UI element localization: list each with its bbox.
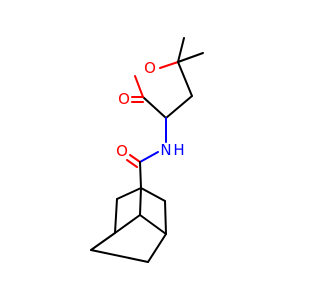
bond-c3-c2 [142, 96, 167, 119]
bond-c4-c3 [165, 95, 193, 119]
bond-ad-10 [90, 249, 149, 263]
bond-ad-9 [147, 233, 167, 263]
bond-camide-o-double [126, 159, 138, 168]
bond-camide-o [129, 154, 141, 163]
atom-amide-hydrogen: H [173, 141, 184, 159]
bond-ad-1 [116, 187, 142, 200]
bond-n-camide [139, 151, 159, 163]
bond-c5-c4 [177, 61, 193, 97]
bond-ad-2 [140, 187, 166, 202]
bond-ad-8 [90, 232, 116, 251]
atom-lactone-carbonyl-oxygen: O [118, 90, 130, 108]
atom-amide-nitrogen: N [160, 141, 171, 159]
bond-c2-o1 [134, 75, 144, 98]
bond-ad-5 [164, 200, 167, 235]
atom-ring-oxygen: O [144, 59, 156, 77]
bond-ad-4 [114, 198, 118, 234]
bond-camide-adamantyl [139, 161, 142, 189]
canvas-background [0, 0, 300, 300]
bond-c5-methyl-b [177, 52, 204, 63]
bond-ad-7 [139, 214, 167, 235]
bond-c5-methyl-a [177, 37, 185, 63]
molecule-structure: O O O N H [0, 0, 300, 300]
bond-ad-3 [139, 187, 142, 216]
bond-o1-c5 [159, 61, 179, 69]
bond-ad-6 [114, 214, 141, 234]
atom-amide-oxygen: O [116, 142, 128, 160]
